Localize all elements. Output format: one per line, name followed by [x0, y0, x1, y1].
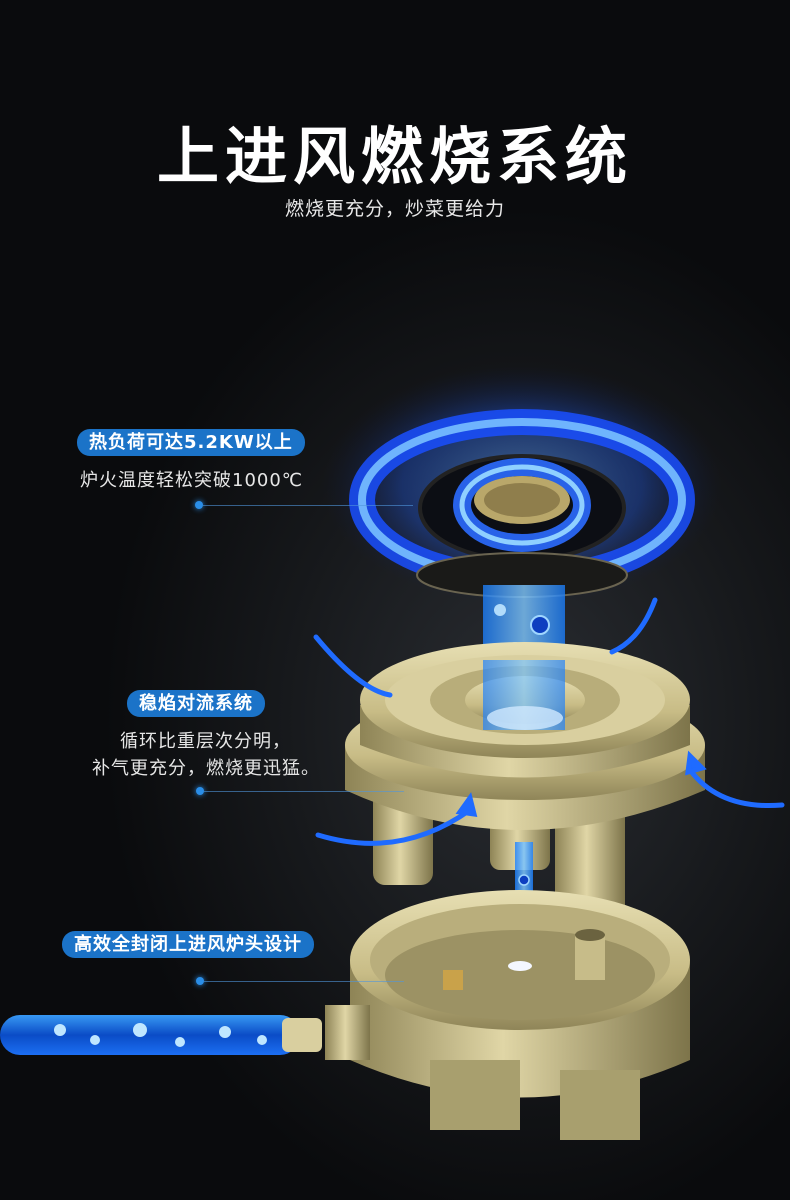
gas-hose — [0, 1015, 322, 1055]
feature-convection-badge: 稳焰对流系统 — [127, 690, 265, 717]
feature-convection-description-line2: 补气更充分，燃烧更迅猛。 — [92, 758, 320, 779]
airflow-arrows — [313, 597, 785, 846]
callout-dot — [196, 787, 204, 795]
callout-dot — [196, 977, 204, 985]
callout-line — [203, 505, 413, 506]
feature-heat-load-badge: 热负荷可达5.2KW以上 — [77, 429, 305, 456]
page-title: 上进风燃烧系统 — [156, 120, 633, 193]
feature-convection-description-line1: 循环比重层次分明， — [120, 731, 291, 752]
feature-heat-load-description: 炉火温度轻松突破1000℃ — [80, 470, 304, 491]
callout-line — [204, 981, 404, 982]
callout-line — [204, 791, 404, 792]
feature-sealed-burner-badge: 高效全封闭上进风炉头设计 — [62, 931, 314, 958]
burner-base — [325, 890, 690, 1140]
page-subtitle: 燃烧更充分，炒菜更给力 — [284, 198, 505, 220]
stabilizer-ring — [345, 642, 705, 920]
flame-ring — [322, 365, 722, 605]
callout-dot — [195, 501, 203, 509]
